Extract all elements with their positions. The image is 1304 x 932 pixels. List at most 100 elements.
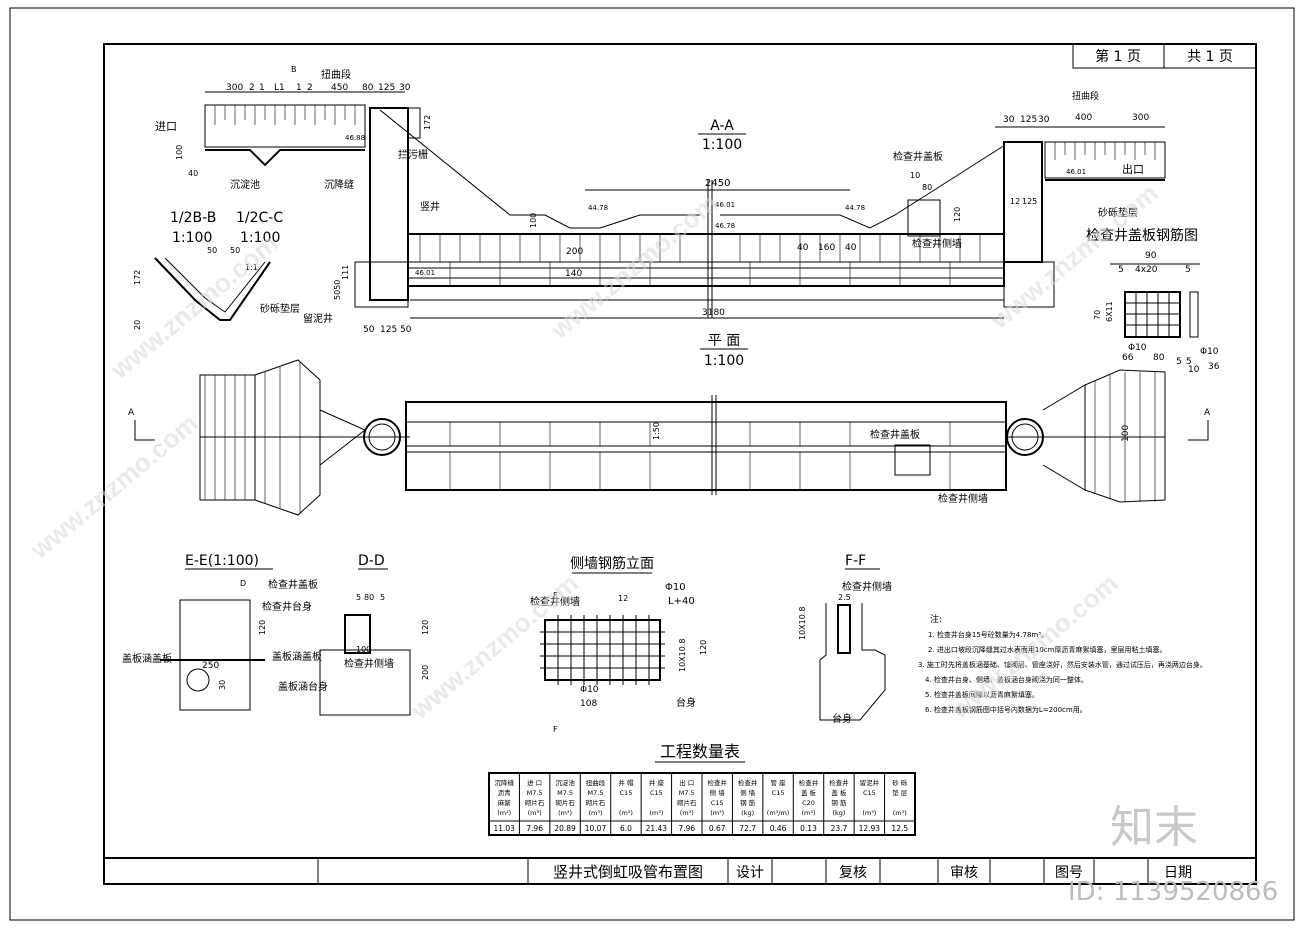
dim: 450 [331,83,348,93]
d-platform-label: 检查井台身 [262,600,312,613]
elev-right: 44.78 [845,204,865,212]
dim: 1:1 [245,263,258,272]
table-header-cell: 管 座 [771,778,787,787]
table-value-cell: 11.03 [493,824,515,833]
entry-label: 进口 [155,120,177,133]
profile-title: A-A [710,118,734,134]
note-item: 3. 施工时先将盖板涵基础、铺砌层、管座浇好，然后安装水管，通过试压后，再浇两边… [918,660,1207,669]
rebar-phi10: Φ10 [580,685,599,695]
table-header-cell: (kg) [741,809,754,817]
rebar-grid-120: 120 [699,640,708,655]
table-header-cell: C15 [620,789,633,797]
table-header-cell: 垫 层 [892,788,908,797]
outer-frame [9,7,1295,921]
table-value-cell: 12.93 [859,824,881,833]
dim: 2 [307,83,313,93]
dim: 5 [356,593,361,602]
dim: 5 [380,593,385,602]
quantities-title: 工程数量表 [660,742,740,761]
elev-mid2: 46.78 [715,222,735,230]
watermark-id: ID: 1139520866 [1068,877,1278,907]
elev-left: 44.78 [588,204,608,212]
side-wall-rebar-title: 侧墙钢筋立面 [570,555,654,572]
design-label: 设计 [736,865,764,881]
rebar-f-mark-top: F [553,591,558,600]
rebar-wall-label: 检查井侧墙 [530,595,580,608]
d-culvert-cover-label: 盖板涵盖板 [272,650,322,663]
rebar-platform-label: 台身 [676,696,696,709]
inspection-cover-label: 检查井盖板 [893,150,943,163]
title-block: 竖井式倒虹吸管布置图 设计 复核 审核 图号 日期 [104,857,1256,884]
svg-text:B: B [291,65,297,74]
dim: 125 [380,325,397,335]
table-header-cell: 钢 筋 [740,798,756,807]
dim: 66 [1122,353,1134,363]
e-dim-250: 250 [202,661,219,671]
table-header-cell: 扭曲段 [586,778,606,787]
table-header-cell: (m²) [497,809,511,817]
table-header-cell: (m³) [528,809,542,817]
exit-label: 出口 [1122,162,1144,176]
table-header-cell: M7.5 [557,789,573,797]
table-header-cell: (m³) [680,809,694,817]
table-header-cell: 砌片石 [677,798,697,807]
dim: 5 [1118,265,1124,275]
span-total: 2450 [705,178,730,189]
plan-side-wall-label: 检查井侧墙 [938,492,988,505]
table-value-cell: 20.89 [554,824,576,833]
dim: 5050 [333,280,342,300]
dim: 80 [364,593,374,602]
table-header-cell: 留泥井 [860,778,880,787]
section-ee: E-E(1:100) 检查井盖板 盖板涵盖板 250 30 D [122,553,318,711]
dim: 80 [1153,353,1165,363]
c-gravel-bed: 砂砾垫层 [260,302,300,315]
dim: 160 [818,243,835,253]
plan-title: 平 面 [708,333,740,349]
rebar-f-mark-bottom: F [553,725,558,734]
dim: 50 [230,246,240,255]
check-label: 复核 [839,864,867,881]
table-value-cell: 0.13 [800,824,817,833]
table-header-cell: 井 座 [649,778,665,787]
watermark-logo: 知末 [1110,802,1198,853]
dim: 90 [1145,251,1157,261]
cover-rebar-drawing: 检查井盖板钢筋图 90 4x20 5 5 70 6X11 Φ10 66 80 5… [1086,227,1220,375]
e-cover-label: 检查井盖板 [268,578,318,591]
dim: 120 [953,207,962,222]
d-side-wall-label: 检查井侧墙 [344,657,394,670]
dim: 172 [423,115,432,130]
dim: 300 [1132,113,1149,123]
table-value-cell: 12.5 [891,824,908,833]
dim: 10 [1188,365,1200,375]
table-header-cell: 砌片石 [525,798,545,807]
dim: 10 [910,171,920,180]
svg-text:46.88: 46.88 [345,134,365,142]
table-header-cell: 沥青 [498,788,512,797]
dim: 50 [400,325,412,335]
notes: 注: 1. 检查井台身15号砼数量为4.78m³。 2. 进出口坡段沉降缝其过水… [918,613,1207,714]
mud-well-label: 留泥井 [303,312,333,325]
watermarks: www.znzmo.com www.znzmo.com www.znzmo.co… [24,178,1164,726]
section-d-title: D-D [358,553,385,569]
review-label: 审核 [950,865,978,881]
twist-label-left: 扭曲段 [321,68,351,81]
dim: L1 [274,83,285,93]
notes-title: 注: [930,613,942,625]
note-item: 5. 检查井盖板间隙以沥青麻絮填塞。 [925,690,1039,699]
table-value-cell: 0.67 [709,824,726,833]
table-header-cell: M7.5 [679,789,695,797]
watermark-site: www.znzmo.com [24,408,204,566]
f-dim-grid: 10X10.8 [798,607,807,640]
dim: 172 [133,270,142,285]
dim: 200 [566,247,583,257]
table-header-cell: 井 帽 [618,778,634,787]
section-e-title: E-E(1:100) [185,553,259,569]
section-ff: F-F 检查井侧墙 10X10.8 2.5 台身 [798,553,892,725]
dim: Φ10 [1128,343,1147,353]
section-c-scale: 1:100 [240,230,280,246]
dim: 125 [1020,115,1037,125]
rebar-dim-12: 12 [618,594,628,603]
section-dd: D-D 检查井台身 盖板涵盖板 检查井侧墙 盖板涵台身 5 80 5 120 1… [258,553,430,716]
dim: 40 [797,243,809,253]
table-header-cell: C15 [772,789,785,797]
